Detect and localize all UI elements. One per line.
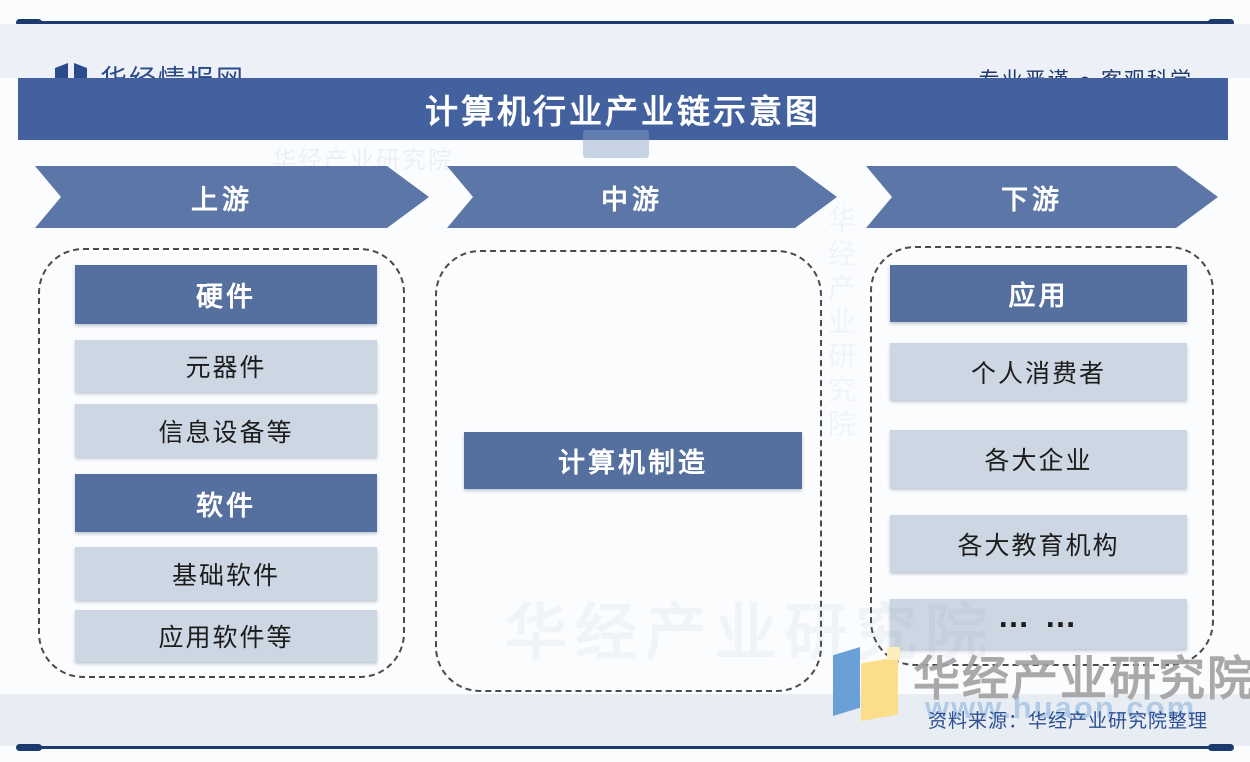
bar-app-software-label: 应用软件等	[158, 624, 294, 652]
stage-arrow-downstream: 下游	[866, 166, 1218, 228]
stage-arrow-downstream-label: 下游	[1001, 184, 1063, 215]
bar-software: 软件	[75, 474, 377, 532]
institute-logo-square-shape	[887, 647, 900, 660]
bar-enterprises: 各大企业	[890, 430, 1187, 488]
bar-components-label: 元器件	[185, 354, 267, 382]
bar-components: 元器件	[75, 340, 377, 392]
bar-application: 应用	[890, 265, 1187, 322]
bottom-rule-right-cap	[1208, 744, 1234, 751]
institute-logo-blue-shape	[833, 647, 860, 716]
diagram-title: 计算机行业产业链示意图	[18, 78, 1228, 140]
stage-arrow-upstream: 上游	[35, 166, 429, 228]
top-rule-left-cap	[16, 19, 42, 26]
bar-ellipsis: … …	[890, 597, 1187, 649]
bar-basic-software: 基础软件	[75, 547, 377, 600]
footer-band	[0, 694, 1250, 746]
top-rule-right-cap	[1208, 19, 1234, 26]
bar-consumers-label: 个人消费者	[970, 359, 1106, 388]
bar-hardware: 硬件	[75, 265, 377, 324]
bar-application-label: 应用	[1008, 281, 1069, 311]
source-note: 资料来源：华经产业研究院整理	[927, 711, 1208, 732]
bar-computer-manufacturing-label: 计算机制造	[558, 448, 708, 478]
bar-basic-software-label: 基础软件	[171, 561, 280, 590]
stage-arrow-midstream: 中游	[447, 166, 837, 228]
bar-enterprises-label: 各大企业	[984, 447, 1093, 475]
top-rule	[16, 19, 1234, 26]
bar-computer-manufacturing: 计算机制造	[464, 432, 802, 489]
stage-arrow-upstream-label: 上游	[191, 184, 253, 215]
bottom-rule	[16, 744, 1234, 751]
upstream-box: 硬件 元器件 信息设备等 软件 基础软件 应用软件等	[38, 248, 405, 678]
institute-brand-name: 华经产业研究院	[913, 652, 1250, 705]
bar-education: 各大教育机构	[890, 515, 1187, 572]
faint-watermark: 华经产业研究院	[825, 205, 856, 443]
bar-education-label: 各大教育机构	[957, 531, 1120, 560]
website-watermark: www.huaon.com	[925, 690, 1197, 725]
bar-info-equipment: 信息设备等	[75, 404, 377, 457]
bar-hardware-label: 硬件	[196, 282, 256, 312]
bar-app-software: 应用软件等	[75, 610, 377, 662]
bottom-rule-left-cap	[16, 744, 42, 751]
bar-software-label: 软件	[196, 490, 256, 521]
institute-logo-yellow-shape	[861, 657, 898, 721]
midstream-box: 计算机制造	[435, 250, 822, 692]
downstream-box: 应用 个人消费者 各大企业 各大教育机构 … …	[870, 246, 1214, 666]
bar-info-equipment-label: 信息设备等	[158, 418, 294, 447]
bar-consumers: 个人消费者	[890, 343, 1187, 400]
header: 华经情报网 专业严谨 ● 客观科学	[0, 24, 1250, 95]
bar-ellipsis-label: … …	[997, 597, 1080, 634]
stage-arrow-midstream-label: 中游	[601, 184, 663, 215]
